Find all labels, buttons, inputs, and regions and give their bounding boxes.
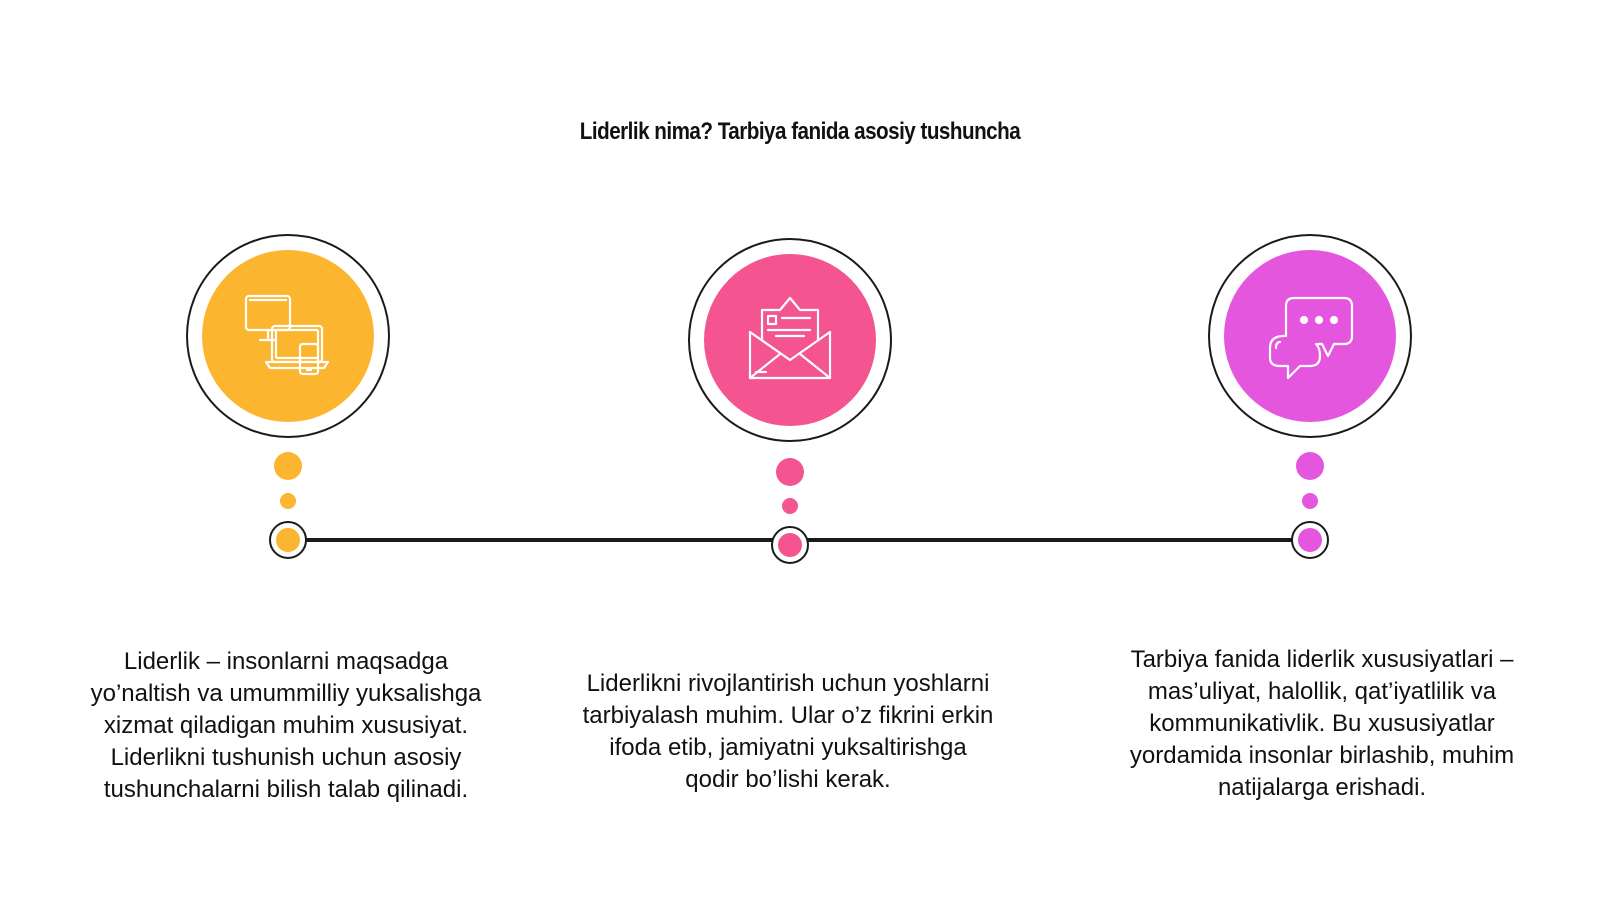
step-1-large-dot [274,452,302,480]
step-1-circle [186,234,390,438]
slide-title: Liderlik nima? Tarbiya fanida asosiy tus… [579,118,1021,145]
step-2-circle-fill [704,254,876,426]
step-1-timeline-node [269,521,307,559]
step-1-circle-fill [202,250,374,422]
step-3-small-dot [1302,493,1318,509]
devices-icon [244,294,330,376]
step-2-description: Liderlikni rivojlantirish uchun yoshlarn… [582,670,994,793]
step-3-circle-fill [1224,250,1396,422]
step-3-description: Tarbiya fanida liderlik xususiyatlari – … [1129,646,1515,801]
step-3-timeline-node [1291,521,1329,559]
step-3-node-fill [1298,528,1322,552]
step-2-timeline-node [771,526,809,564]
step-1-small-dot [280,493,296,509]
step-2-small-dot [782,498,798,514]
step-2-node-fill [778,533,802,557]
step-2-large-dot [776,458,804,486]
step-3-large-dot [1296,452,1324,480]
step-2-circle [688,238,892,442]
step-3-circle [1208,234,1412,438]
chat-bubbles-icon [1268,296,1354,380]
envelope-letter-icon [748,296,832,380]
step-1-node-fill [276,528,300,552]
step-1-description: Liderlik – insonlarni maqsadga yo’naltis… [90,648,482,803]
